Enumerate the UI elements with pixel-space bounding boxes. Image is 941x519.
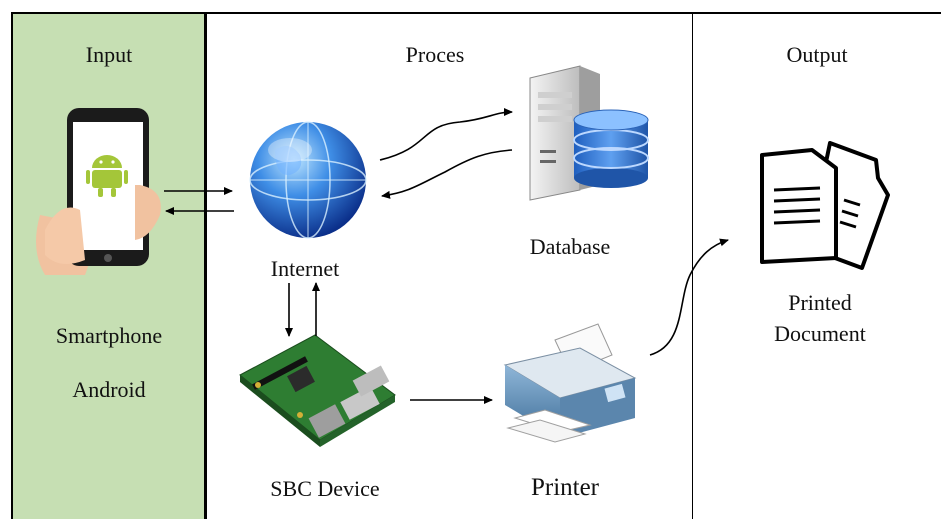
database-server-icon: [529, 65, 649, 201]
database-label: Database: [529, 234, 611, 259]
android-label: Android: [72, 377, 146, 402]
process-title: Proces: [405, 42, 465, 67]
document-icon: [760, 141, 890, 270]
document-label: Document: [774, 321, 866, 346]
globe-icon: [249, 121, 367, 239]
internet-label: Internet: [270, 256, 340, 281]
database-icon: [573, 109, 649, 188]
smartphone-icon: [36, 108, 161, 275]
process-column: [207, 12, 693, 519]
sbc-board-icon: [239, 334, 396, 447]
input-title: Input: [85, 42, 133, 67]
android-icon: [86, 155, 128, 197]
printed-label: Printed: [788, 290, 852, 315]
smartphone-label: Smartphone: [55, 323, 163, 348]
output-title: Output: [786, 42, 848, 67]
arrow-internet-to-database: [379, 108, 513, 161]
arrow-database-to-internet: [381, 149, 513, 199]
output-column: [693, 12, 941, 519]
printer-label: Printer: [530, 474, 600, 501]
printer-icon: [503, 323, 637, 443]
arrow-printer-to-document: [649, 238, 729, 356]
sbc-device-label: SBC Device: [270, 476, 380, 501]
